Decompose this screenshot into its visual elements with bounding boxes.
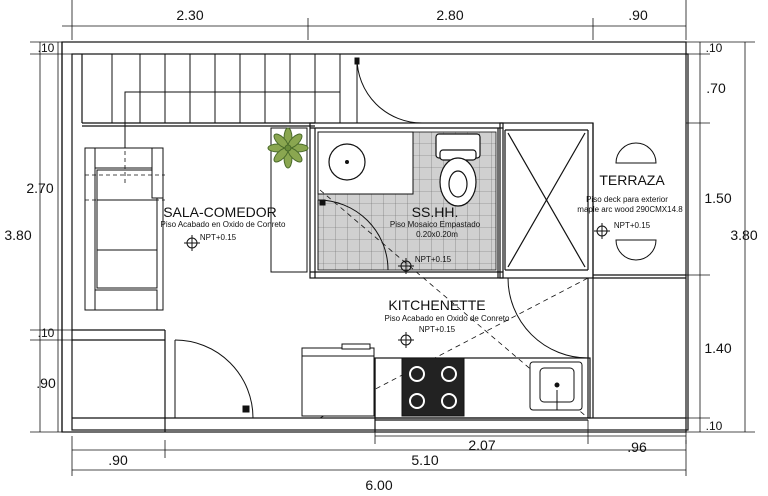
kitchen-dashed-lines [319,123,594,419]
door-stair [354,57,423,124]
room-floor-sala: Piso Acabado en Oxido de Conreto [161,220,287,229]
sofa [84,147,164,311]
room-name-kitchen: KITCHENETTE [388,297,485,313]
sala-dashed-lines [85,130,165,201]
room-floor-kitchen: Piso Acabado en Oxido de Conreto [385,314,511,323]
dim-total: 6.00 [365,477,392,493]
door-terraza [507,277,589,359]
terraza-chairs [615,142,657,261]
dim-right-part-1: .70 [706,80,726,96]
toilet [435,133,481,207]
dim-left-overall: 3.80 [4,227,31,243]
dim-left-part-2: .10 [38,326,55,340]
room-name-terraza: TERRAZA [599,172,665,188]
room-level-terraza: NPT+0.15 [614,221,651,230]
room-floor-ss: Piso Mosaico Empastado [390,220,481,229]
stove [401,357,465,417]
room-label-kitchen: KITCHENETTE Piso Acabado en Oxido de Con… [385,297,511,334]
room-label-ss: SS.HH. Piso Mosaico Empastado 0.20x0.20m… [390,204,481,264]
refrigerator [301,343,375,417]
dim-bottom-inner-1: 2.07 [468,437,495,453]
room-name-ss: SS.HH. [412,204,459,220]
dim-left-top: .10 [38,41,55,55]
walls [61,41,689,433]
dim-left-part-1: 2.70 [26,180,53,196]
dim-bottom-outer-1: .90 [108,452,128,468]
dim-right-overall: 3.80 [730,227,757,243]
room-spec-terraza: maple arc wood 290CMX14.8 [577,205,683,214]
dim-right-part-2: 1.50 [704,190,731,206]
door-bathroom [317,199,389,271]
room-spec-ss: 0.20x0.20m [416,230,458,239]
dim-top-2: 2.80 [436,7,463,23]
dim-right-bottom: .10 [706,419,723,433]
dimension-labels: 2.30 2.80 .90 3.80 2.70 .10 .10 .90 3.80… [4,7,757,493]
washbasin-drain [345,160,349,164]
room-name-sala: SALA-COMEDOR [163,204,277,220]
dim-top-1: 2.30 [176,7,203,23]
room-level-ss: NPT+0.15 [415,255,452,264]
room-floor-terraza: Piso deck para exterior [586,195,668,204]
dim-bottom-inner-2: .96 [627,439,647,455]
door-entrance [174,339,254,419]
kitchen-sink [529,361,583,411]
dim-left-part-3: .90 [36,375,56,391]
room-label-sala: SALA-COMEDOR Piso Acabado en Oxido de Co… [161,204,287,242]
dim-top-3: .90 [628,7,648,23]
room-level-sala: NPT+0.15 [200,233,237,242]
dim-bottom-outer-2: 5.10 [411,452,438,468]
room-label-terraza: TERRAZA Piso deck para exterior maple ar… [577,172,683,230]
dim-right-top: .10 [706,41,723,55]
plant-icon [267,127,309,169]
room-level-kitchen: NPT+0.15 [419,325,456,334]
dim-right-part-3: 1.40 [704,340,731,356]
dimension-lines [30,0,755,476]
level-markers [184,223,610,348]
